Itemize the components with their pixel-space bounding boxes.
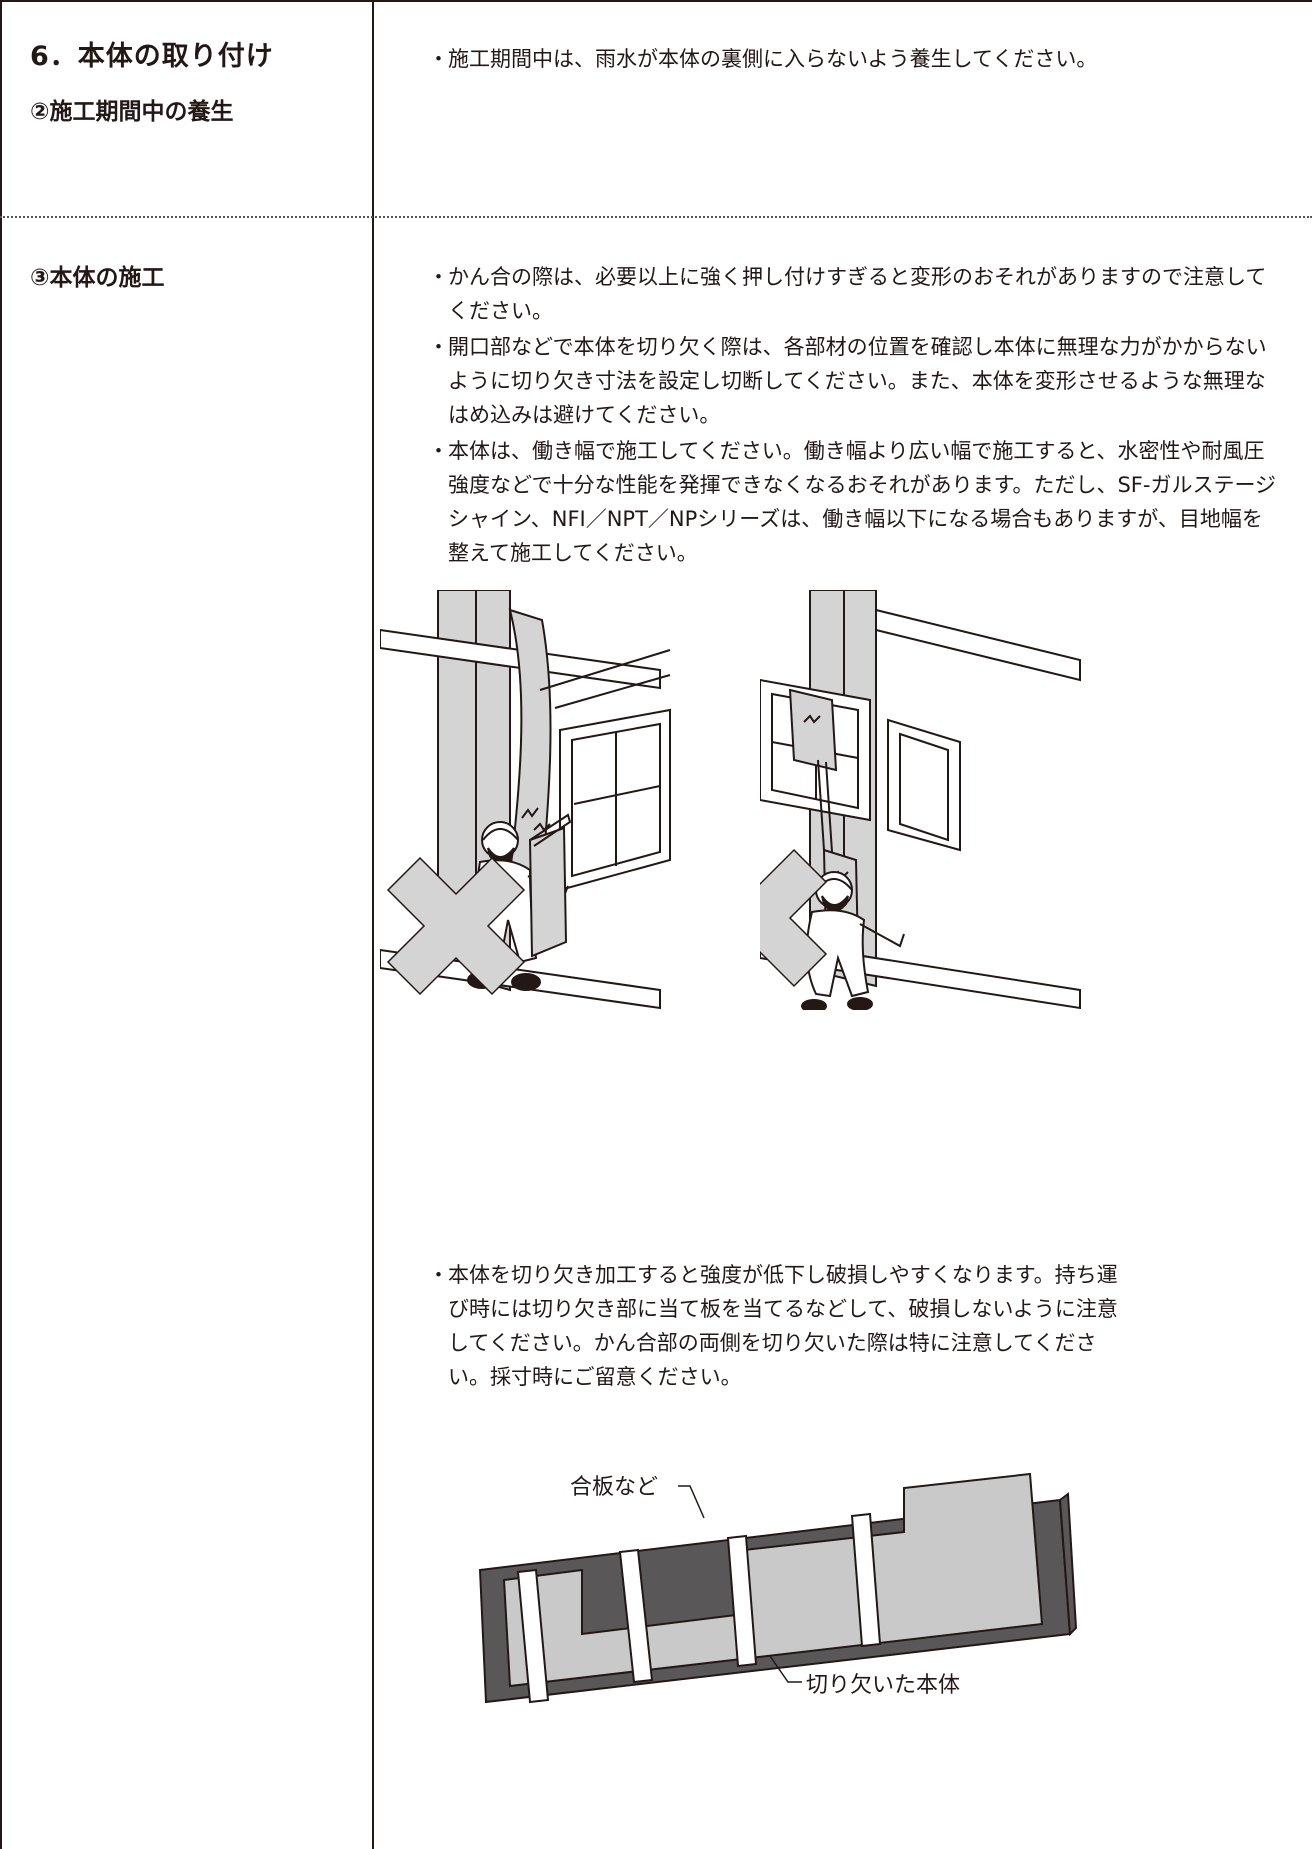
cutout-paragraph: ・本体を切り欠き加工すると強度が低下し破損しやすくなります。持ち運び時には切り欠…: [428, 1258, 1118, 1396]
label-cut-body: 切り欠いた本体: [806, 1673, 960, 1698]
illustration-improper-fitting-right: [760, 590, 1081, 1010]
illustration-cut-body-with-plywood: 合板など 切り欠いた本体: [478, 1472, 1078, 1704]
section-divider: [0, 216, 1312, 218]
protection-text: 施工期間中は、雨水が本体の裏側に入らないよう養生してください。: [448, 47, 1098, 71]
illustration-improper-fitting-left: [380, 590, 671, 1010]
list-item: ・開口部などで本体を切り欠く際は、各部材の位置を確認し本体に無理な力がかからない…: [428, 335, 1267, 427]
column-divider: [372, 0, 374, 1849]
subheading-protection: ②施工期間中の養生: [30, 99, 234, 125]
construction-bullets: ・かん合の際は、必要以上に強く押し付けすぎると変形のおそれがありますので注意して…: [428, 260, 1280, 572]
list-item: ・本体は、働き幅で施工してください。働き幅より広い幅で施工すると、水密性や耐風圧…: [428, 439, 1277, 565]
protection-paragraph: ・施工期間中は、雨水が本体の裏側に入らないよう養生してください。: [428, 42, 1280, 78]
section-title: 6．本体の取り付け: [30, 41, 274, 72]
label-plywood: 合板など: [570, 1475, 658, 1500]
list-item: ・かん合の際は、必要以上に強く押し付けすぎると変形のおそれがありますので注意して…: [428, 265, 1267, 323]
subheading-construction: ③本体の施工: [30, 265, 165, 291]
cutout-text: 本体を切り欠き加工すると強度が低下し破損しやすくなります。持ち運び時には切り欠き…: [448, 1263, 1118, 1389]
